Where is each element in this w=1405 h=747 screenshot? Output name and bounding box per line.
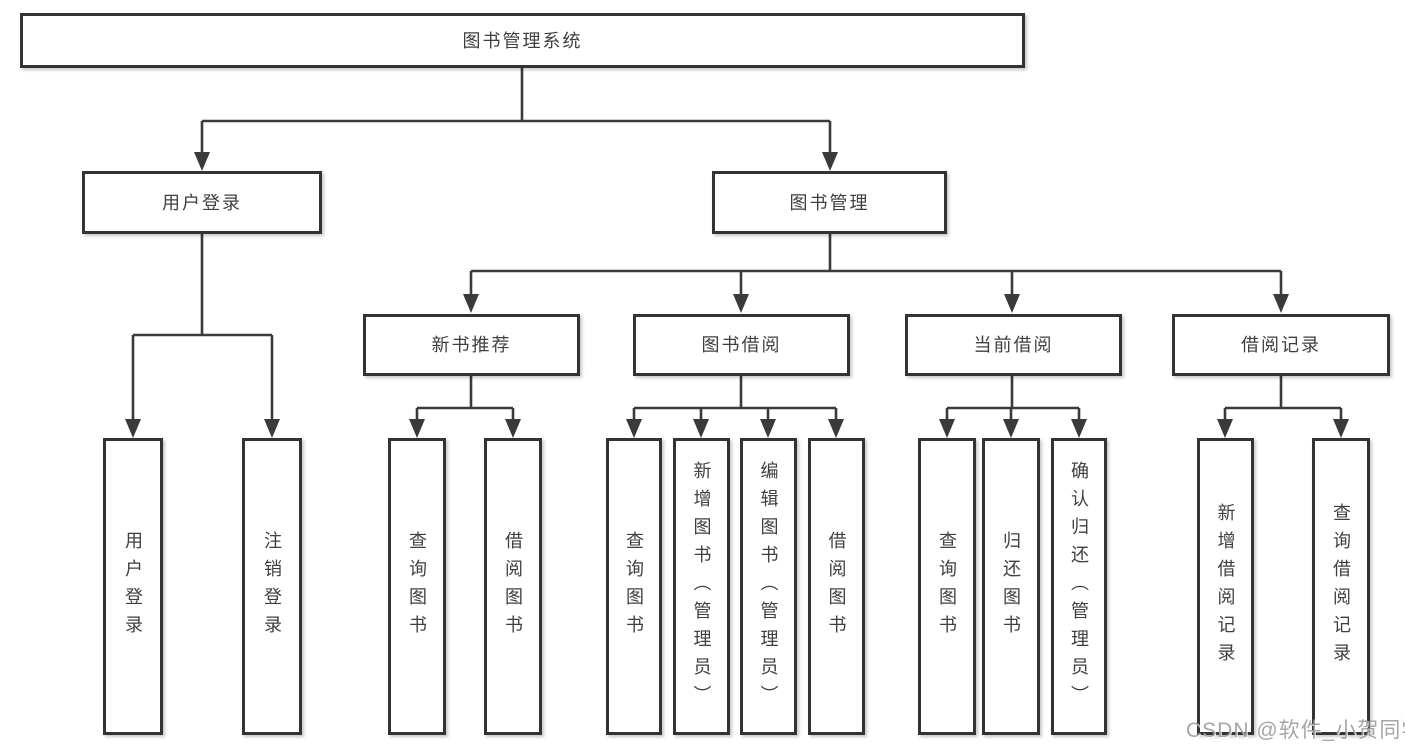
node-bb-edit-books-label: 编辑图书（管理员）	[758, 460, 779, 713]
node-nb-borrow-books-label: 借阅图书	[503, 530, 523, 643]
watermark: CSDN @软件_小贺同学	[1186, 719, 1405, 742]
node-cb-confirm-return-label: 确认归还（管理员）	[1069, 460, 1089, 713]
node-book-borrowing-label: 图书借阅	[701, 335, 782, 355]
node-br-query-record: 查询借阅记录	[1312, 438, 1370, 735]
node-cb-query-books-label: 查询图书	[937, 530, 957, 643]
node-root-label: 图书管理系统	[462, 30, 583, 51]
node-current-borrowing-label: 当前借阅	[973, 335, 1054, 355]
node-cb-confirm-return: 确认归还（管理员）	[1051, 438, 1107, 735]
node-bb-add-books: 新增图书（管理员）	[673, 438, 730, 735]
node-new-books-label: 新书推荐	[431, 335, 512, 355]
node-br-query-record-label: 查询借阅记录	[1331, 502, 1351, 671]
node-bb-query-books-label: 查询图书	[624, 530, 644, 643]
node-bb-query-books: 查询图书	[606, 438, 662, 735]
node-borrow-records: 借阅记录	[1172, 314, 1390, 376]
node-root: 图书管理系统	[20, 13, 1025, 68]
node-cb-return-books: 归还图书	[982, 438, 1040, 735]
node-br-add-record: 新增借阅记录	[1197, 438, 1254, 735]
node-book-mgmt: 图书管理	[712, 171, 947, 234]
node-bb-borrow-books: 借阅图书	[808, 438, 865, 735]
node-bb-borrow-books-label: 借阅图书	[826, 530, 847, 643]
connector-paths	[131, 68, 1343, 422]
node-cb-query-books: 查询图书	[918, 438, 976, 735]
node-nb-borrow-books: 借阅图书	[484, 438, 542, 735]
node-logout: 注销登录	[242, 438, 302, 735]
node-br-add-record-label: 新增借阅记录	[1215, 502, 1236, 671]
node-cb-return-books-label: 归还图书	[1001, 530, 1021, 643]
node-borrow-records-label: 借阅记录	[1241, 335, 1321, 355]
node-bb-edit-books: 编辑图书（管理员）	[740, 438, 797, 735]
node-user-login: 用户登录	[82, 171, 322, 234]
node-logout-label: 注销登录	[262, 530, 282, 643]
connector-arrowheads	[125, 152, 1349, 438]
node-current-borrowing: 当前借阅	[905, 314, 1122, 376]
node-book-mgmt-label: 图书管理	[789, 192, 870, 213]
node-nb-query-books: 查询图书	[388, 438, 446, 735]
node-login-label: 用户登录	[123, 530, 143, 643]
node-book-borrowing: 图书借阅	[633, 314, 850, 376]
node-user-login-label: 用户登录	[162, 192, 242, 213]
node-nb-query-books-label: 查询图书	[407, 530, 427, 643]
node-login: 用户登录	[103, 438, 163, 735]
node-bb-add-books-label: 新增图书（管理员）	[691, 460, 712, 713]
node-new-books: 新书推荐	[363, 314, 580, 376]
